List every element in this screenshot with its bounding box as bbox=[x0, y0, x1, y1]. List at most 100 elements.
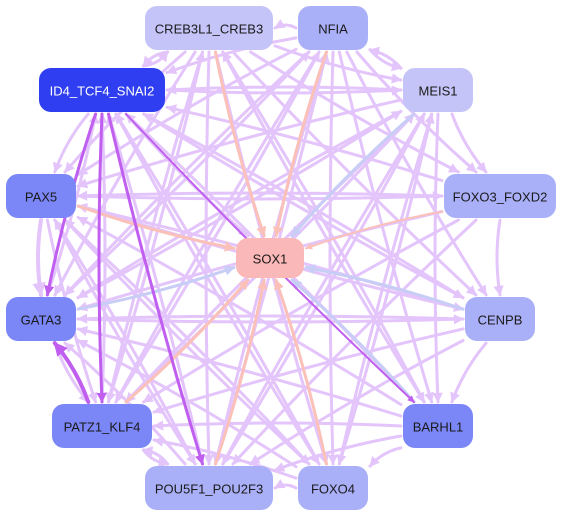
node-cenpb[interactable]: CENPB bbox=[465, 297, 535, 341]
edge-creb3l1-to-meis1 bbox=[273, 44, 403, 84]
edge-meis1-to-nfia bbox=[368, 46, 403, 70]
node-meis1[interactable]: MEIS1 bbox=[403, 68, 473, 112]
node-patz1[interactable]: PATZ1_KLF4 bbox=[52, 404, 152, 448]
node-label-gata3: GATA3 bbox=[21, 313, 62, 328]
edge-gata3-to-cenpb bbox=[76, 314, 465, 325]
node-label-pax5: PAX5 bbox=[25, 190, 57, 205]
node-label-foxo4: FOXO4 bbox=[311, 482, 355, 497]
edge-cenpb-to-patz1 bbox=[152, 327, 465, 415]
edge-creb3l1-to-pou5f1 bbox=[203, 50, 214, 466]
edge-cenpb-to-gata3 bbox=[76, 313, 465, 324]
node-box-creb3l1 bbox=[145, 6, 273, 50]
node-label-id4: ID4_TCF4_SNAI2 bbox=[50, 84, 155, 99]
edge-foxo4-to-pou5f1 bbox=[273, 479, 298, 490]
edge-pax5-to-gata3 bbox=[32, 218, 46, 297]
edge-foxo3-to-sox1 bbox=[305, 210, 443, 250]
edge-foxo4-to-sox1 bbox=[274, 278, 328, 466]
edge-nfia-to-barhl1 bbox=[337, 50, 434, 404]
node-box-id4 bbox=[39, 68, 165, 112]
edge-foxo4-to-meis1 bbox=[337, 112, 435, 466]
edge-barhl1-to-gata3 bbox=[76, 326, 403, 418]
edge-cenpb-to-pou5f1 bbox=[248, 339, 465, 466]
edge-barhl1-to-patz1 bbox=[152, 420, 403, 431]
edge-patz1-to-creb3l1 bbox=[107, 50, 206, 404]
node-barhl1[interactable]: BARHL1 bbox=[403, 404, 473, 448]
edge-meis1-to-foxo3 bbox=[450, 112, 488, 174]
edge-id4-to-meis1 bbox=[165, 85, 403, 96]
node-pou5f1[interactable]: POU5F1_POU2F3 bbox=[145, 466, 273, 510]
edge-gata3-to-sox1 bbox=[76, 265, 236, 311]
edge-meis1-to-id4 bbox=[165, 84, 403, 95]
node-box-cenpb bbox=[465, 297, 535, 341]
node-pax5[interactable]: PAX5 bbox=[6, 174, 76, 218]
edge-meis1-to-pax5 bbox=[76, 98, 403, 189]
node-nfia[interactable]: NFIA bbox=[298, 6, 368, 50]
edge-nfia-to-creb3l1 bbox=[273, 19, 298, 30]
edge-foxo3-to-cenpb bbox=[493, 218, 504, 297]
edge-creb3l1-to-sox1 bbox=[213, 50, 267, 238]
edge-meis1-to-pou5f1 bbox=[221, 112, 426, 466]
node-box-pax5 bbox=[6, 174, 76, 218]
edge-patz1-to-sox1 bbox=[124, 278, 250, 404]
node-label-nfia: NFIA bbox=[318, 22, 348, 37]
edge-patz1-to-pou5f1 bbox=[141, 448, 170, 468]
edge-id4-to-pou5f1 bbox=[107, 112, 205, 466]
edge-id4-to-pax5 bbox=[53, 112, 90, 174]
node-foxo4[interactable]: FOXO4 bbox=[298, 466, 368, 510]
node-label-creb3l1: CREB3L1_CREB3 bbox=[155, 22, 263, 37]
edge-barhl1-to-creb3l1 bbox=[221, 50, 426, 404]
edge-patz1-to-gata3 bbox=[52, 341, 91, 404]
edge-gata3-to-meis1 bbox=[76, 109, 403, 300]
edge-foxo3-to-patz1 bbox=[142, 218, 460, 404]
edge-nfia-to-meis1 bbox=[368, 48, 403, 72]
node-creb3l1[interactable]: CREB3L1_CREB3 bbox=[145, 6, 273, 50]
edge-barhl1-to-pou5f1 bbox=[273, 434, 403, 472]
edge-nfia-to-foxo4 bbox=[327, 50, 338, 466]
edge-id4-to-creb3l1 bbox=[141, 50, 170, 68]
node-box-foxo4 bbox=[298, 466, 368, 510]
edge-pax5-to-sox1 bbox=[76, 204, 236, 252]
edge-creb3l1-to-barhl1 bbox=[221, 50, 426, 404]
node-box-pou5f1 bbox=[145, 466, 273, 510]
edge-meis1-to-sox1 bbox=[290, 112, 416, 238]
node-box-meis1 bbox=[403, 68, 473, 112]
edge-id4-to-patz1 bbox=[96, 112, 107, 404]
edge-barhl1-to-sox1 bbox=[290, 278, 416, 404]
node-layer: CREB3L1_CREB3 NFIA ID4_TCF4_SNAI2 MEIS1PAX5… bbox=[6, 6, 556, 510]
edge-patz1-to-nfia bbox=[114, 50, 321, 404]
node-box-foxo3 bbox=[444, 174, 556, 218]
edge-pax5-to-pou5f1 bbox=[53, 218, 197, 466]
node-label-cenpb: CENPB bbox=[478, 313, 523, 328]
edge-id4-to-foxo4 bbox=[114, 112, 321, 466]
edge-cenpb-to-barhl1 bbox=[450, 341, 488, 404]
edge-cenpb-to-id4 bbox=[142, 112, 465, 300]
node-id4[interactable]: ID4_TCF4_SNAI2 bbox=[39, 68, 165, 112]
edge-pou5f1-to-id4 bbox=[106, 112, 204, 466]
node-box-barhl1 bbox=[403, 404, 473, 448]
node-gata3[interactable]: GATA3 bbox=[6, 297, 76, 341]
node-label-sox1: SOX1 bbox=[253, 252, 288, 267]
edge-foxo4-to-id4 bbox=[114, 112, 321, 466]
edge-barhl1-to-foxo4 bbox=[368, 446, 403, 468]
node-label-foxo3: FOXO3_FOXD2 bbox=[453, 190, 548, 205]
edge-creb3l1-to-cenpb bbox=[231, 50, 478, 297]
node-box-sox1 bbox=[236, 238, 304, 278]
edge-pou5f1-to-sox1 bbox=[213, 278, 268, 466]
edge-cenpb-to-sox1 bbox=[304, 264, 465, 311]
node-label-pou5f1: POU5F1_POU2F3 bbox=[155, 482, 263, 497]
node-box-gata3 bbox=[6, 297, 76, 341]
node-box-patz1 bbox=[52, 404, 152, 448]
edge-foxo3-to-pou5f1 bbox=[231, 218, 478, 466]
node-label-meis1: MEIS1 bbox=[418, 84, 457, 99]
node-label-patz1: PATZ1_KLF4 bbox=[64, 420, 141, 435]
edge-pou5f1-to-meis1 bbox=[221, 112, 426, 466]
node-sox1[interactable]: SOX1 bbox=[236, 238, 304, 278]
edge-nfia-to-patz1 bbox=[114, 50, 321, 404]
node-foxo3[interactable]: FOXO3_FOXD2 bbox=[444, 174, 556, 218]
edge-nfia-to-sox1 bbox=[272, 50, 328, 238]
node-label-barhl1: BARHL1 bbox=[413, 420, 464, 435]
edge-creb3l1-to-patz1 bbox=[105, 50, 204, 404]
edge-pax5-to-foxo3 bbox=[76, 191, 444, 202]
node-box-nfia bbox=[298, 6, 368, 50]
